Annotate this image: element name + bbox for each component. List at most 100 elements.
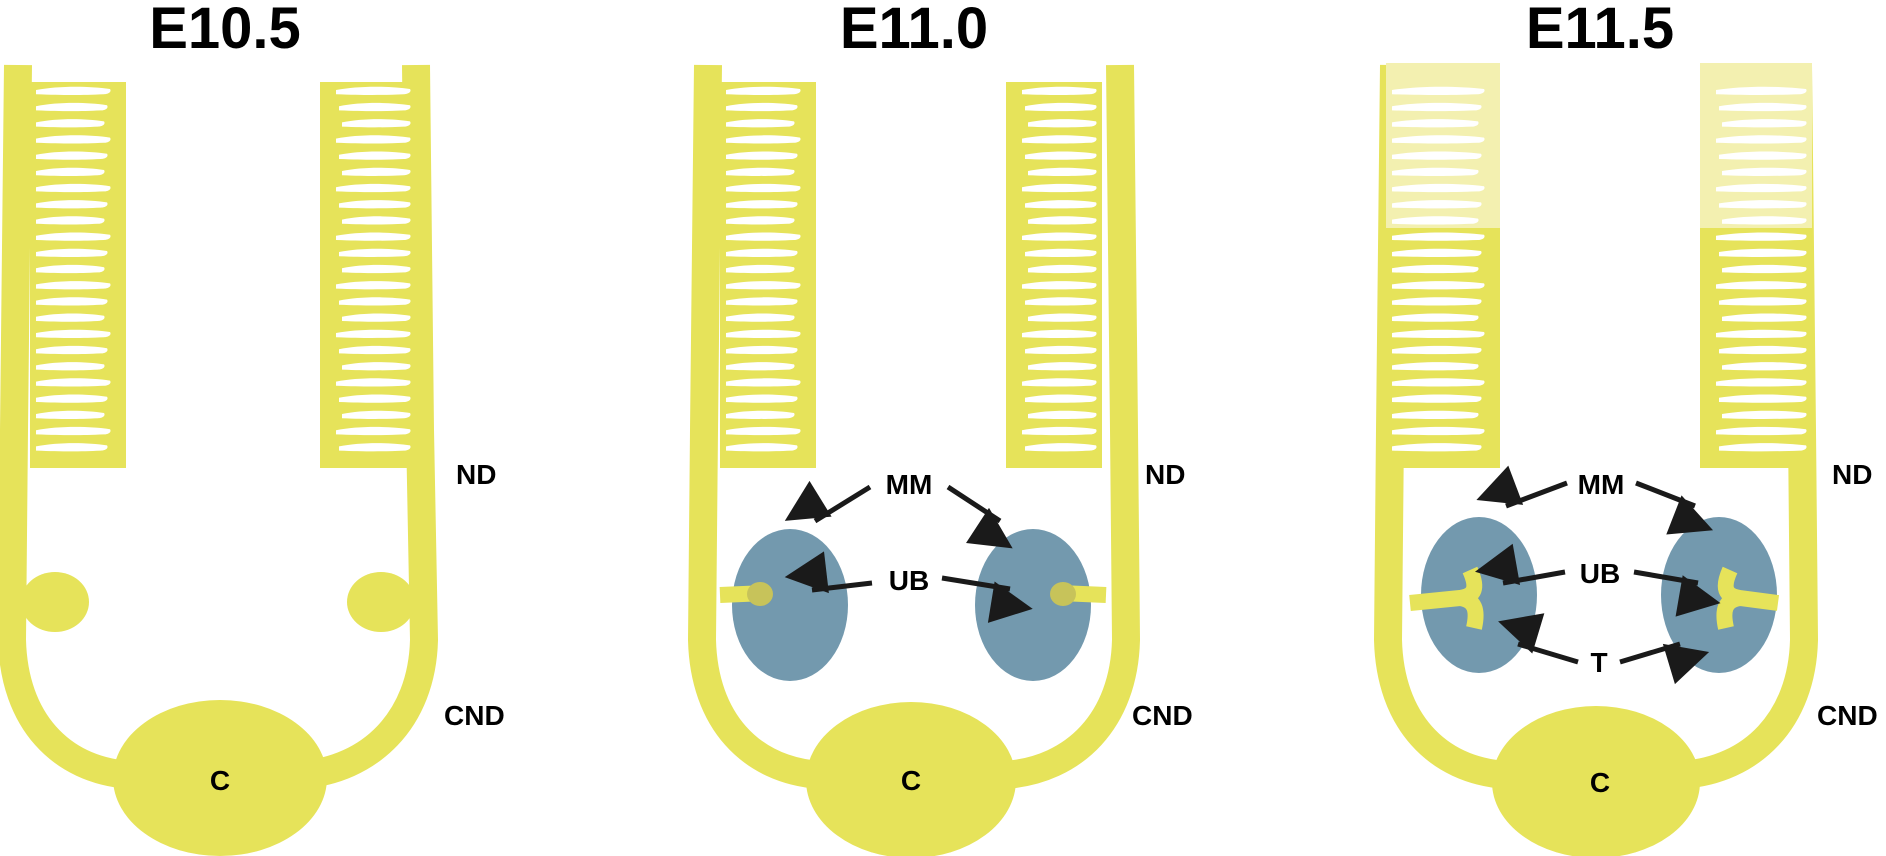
mesonephric-tubule: [1392, 102, 1482, 112]
mesonephric-tubule: [726, 200, 798, 209]
ub-arrow-right: [941, 575, 1033, 623]
mesonephric-tubule: [1719, 102, 1807, 112]
mesonephric-tubule: [1392, 426, 1485, 436]
mesonephric-tubule: [726, 313, 795, 322]
mesonephric-tubule: [36, 329, 111, 338]
mesonephric-tubule: [726, 119, 795, 128]
mesonephric-tubule: [1028, 167, 1097, 176]
mesonephric-tubule: [1025, 345, 1097, 355]
mesonephric-tubule: [726, 345, 798, 355]
panel-e11-0: E11.0 MM UB ND CND C: [688, 0, 1193, 856]
mesonephric-tubule: [1392, 232, 1485, 241]
mm-arrow-left: [1476, 465, 1568, 509]
mesonephric-tubule: [36, 151, 108, 160]
cloaca-label: C: [1590, 767, 1610, 798]
right-nephric-duct: [298, 64, 438, 789]
mesonephric-tubule: [36, 119, 105, 128]
mesonephric-tubule: [726, 102, 798, 112]
mesonephric-tubule: [1392, 248, 1482, 257]
right-tubules: [336, 86, 411, 452]
mesonephric-tubule: [1392, 167, 1479, 176]
cloaca-label: C: [210, 765, 230, 796]
mesonephric-tubule: [1022, 86, 1097, 95]
cnd-label: CND: [1817, 700, 1878, 731]
mesonephric-tubule: [339, 200, 411, 209]
mesonephric-tubule: [1028, 216, 1097, 225]
mm-label: MM: [886, 469, 933, 500]
mesonephric-tubule: [726, 248, 798, 257]
mesonephric-tubule: [339, 151, 411, 160]
mesonephric-tubule: [726, 297, 798, 306]
mesonephric-tubule: [1028, 313, 1097, 322]
left-nephric-duct: [0, 64, 132, 789]
mesonephric-tubule: [336, 378, 411, 387]
mm-arrow-left: [784, 480, 872, 524]
mesonephric-tubule: [36, 410, 105, 419]
left-bud: [21, 572, 89, 632]
mesonephric-tubule: [1716, 183, 1807, 193]
mesonephric-tubule: [36, 378, 111, 387]
mesonephric-tubule: [36, 102, 108, 112]
mm-label: MM: [1578, 469, 1625, 500]
mesonephric-tubule: [1392, 183, 1485, 193]
mesonephric-tubule: [36, 313, 105, 322]
cnd-label: CND: [444, 700, 505, 731]
mesonephric-tubule: [726, 394, 798, 403]
stage-title: E11.5: [1526, 0, 1674, 61]
mesonephric-tubule: [336, 135, 411, 144]
mesonephric-tubule: [342, 119, 411, 128]
nephric-duct-system: [1374, 63, 1818, 856]
right-tubules: [1716, 86, 1807, 452]
mesonephric-tubule: [726, 183, 801, 193]
mesonephric-tubule: [336, 329, 411, 338]
mesonephric-tubule: [1716, 378, 1807, 387]
ub-label: UB: [889, 565, 929, 596]
mesonephric-tubule: [726, 410, 795, 419]
mesonephric-tubule: [36, 345, 108, 355]
right-nephric-duct: [1003, 64, 1140, 789]
right-ureteric-bud: [1716, 566, 1780, 630]
mesonephric-tubule: [339, 297, 411, 306]
panel-e11-5: E11.5 MM UB: [1374, 0, 1878, 856]
right-tubule-column: [320, 82, 416, 468]
mesonephric-tubule: [726, 329, 801, 338]
ub-label: UB: [1580, 558, 1620, 589]
mesonephric-tubule: [339, 248, 411, 257]
annotation-arrows: [1474, 465, 1721, 685]
mesonephric-tubule: [1719, 345, 1807, 355]
mesonephric-tubule: [36, 394, 108, 403]
mesonephric-tubule: [726, 86, 801, 95]
nd-label: ND: [456, 459, 496, 490]
mesonephric-tubule: [1028, 362, 1097, 371]
left-nephric-duct: [1374, 64, 1508, 789]
mesonephric-tubule: [1719, 443, 1807, 452]
mesonephric-tubule: [1716, 232, 1807, 241]
mesonephric-tubule: [1022, 135, 1097, 144]
cloaca-label: C: [901, 765, 921, 796]
left-bud-tip: [747, 582, 773, 606]
stage-title: E11.0: [840, 0, 988, 61]
mesonephric-tubule: [1025, 248, 1097, 257]
mesonephric-tubule: [726, 264, 795, 274]
mesonephric-tubule: [726, 216, 795, 225]
mesonephric-tubule: [726, 232, 801, 241]
mesonephric-tubule: [1022, 426, 1097, 436]
mesonephric-tubule: [342, 362, 411, 371]
nd-label: ND: [1145, 459, 1185, 490]
ub-arrow-right: [1633, 569, 1721, 617]
mesonephric-tubule: [1392, 200, 1482, 209]
mesonephric-tubule: [1722, 362, 1807, 371]
mesonephric-tubule: [1722, 167, 1807, 176]
mesonephric-tubule: [36, 264, 105, 274]
mesonephric-tubule: [726, 151, 798, 160]
mesonephric-tubule: [36, 426, 111, 436]
t-label: T: [1590, 647, 1607, 678]
mesonephric-tubule: [1392, 313, 1479, 322]
mesonephric-tubule: [1722, 216, 1807, 225]
mesonephric-tubule: [1719, 248, 1807, 257]
mesonephric-tubule: [1392, 297, 1482, 306]
mesonephric-tubule: [36, 443, 108, 452]
mesonephric-tubule: [1716, 86, 1807, 95]
mesonephric-tubule: [1025, 297, 1097, 306]
